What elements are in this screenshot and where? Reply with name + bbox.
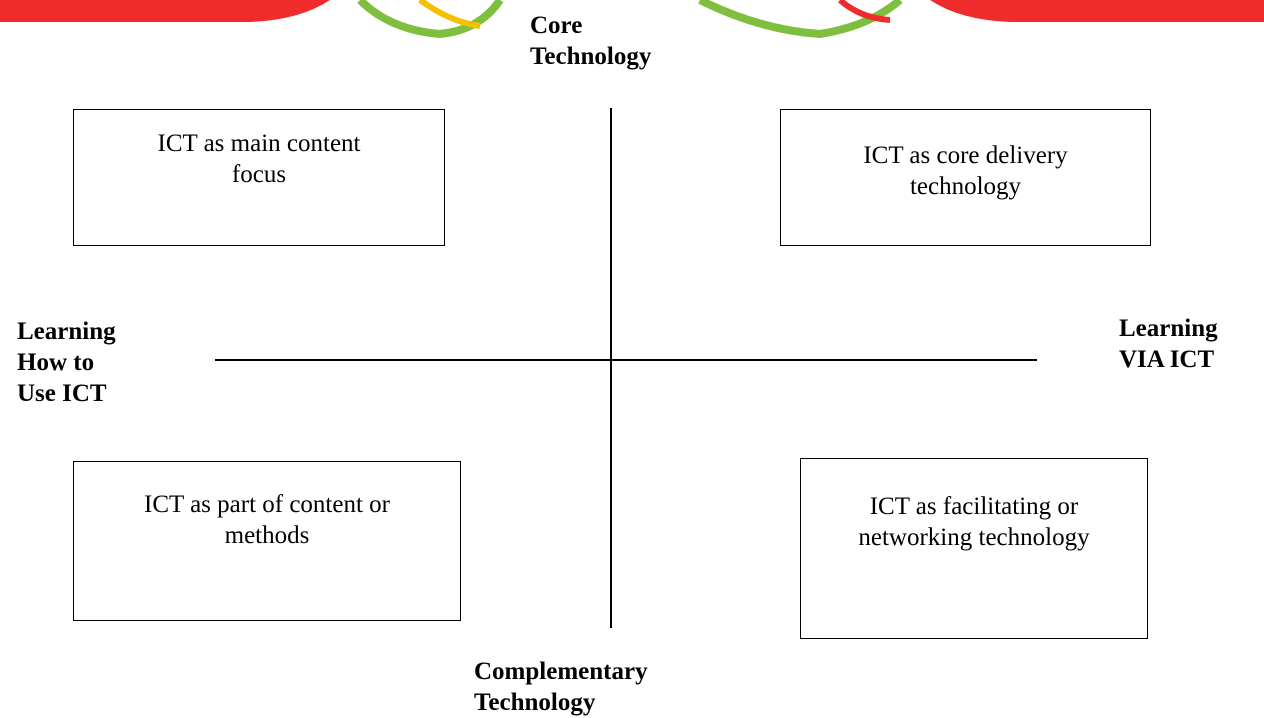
- axis-label-top-line: Core: [530, 12, 583, 39]
- quadrant-text: ICT as part of content or: [144, 491, 390, 518]
- banner-band-left: [0, 0, 330, 22]
- axis-label-top: Core Technology: [530, 10, 651, 72]
- axis-label-bottom-line: Complementary: [474, 658, 648, 685]
- quadrant-text: ICT as core delivery: [863, 142, 1068, 169]
- axis-label-left: Learning How to Use ICT: [17, 316, 116, 409]
- axis-label-left-line: How to: [17, 349, 95, 376]
- quadrant-text: focus: [231, 161, 287, 188]
- banner-band-right: [930, 0, 1264, 22]
- horizontal-axis: [215, 359, 1037, 361]
- axis-label-right-line: VIA ICT: [1119, 346, 1215, 373]
- axis-label-left-line: Use ICT: [17, 380, 107, 407]
- axis-label-bottom: Complementary Technology: [474, 656, 648, 718]
- quadrant-text: ICT as main content: [157, 130, 361, 157]
- axis-label-top-line: Technology: [530, 43, 652, 70]
- axis-label-left-line: Learning: [17, 318, 116, 345]
- watermark-banner: [0, 0, 1264, 39]
- vertical-axis: [610, 108, 612, 628]
- quadrant-text: networking technology: [858, 524, 1090, 551]
- quadrant-text: technology: [909, 173, 1022, 200]
- axis-label-bottom-line: Technology: [474, 689, 596, 716]
- quadrant-box-top-right: ICT as core delivery technology: [780, 109, 1151, 246]
- banner-ring-right-2: [837, 0, 891, 23]
- quadrant-box-bottom-right: ICT as facilitating or networking techno…: [800, 458, 1148, 639]
- quadrant-text: methods: [224, 522, 310, 549]
- banner-ring-right: [698, 0, 903, 39]
- banner-ring-left: [357, 0, 504, 39]
- banner-ring-mid: [418, 0, 481, 29]
- quadrant-box-top-left: ICT as main content focus: [73, 109, 445, 246]
- quadrant-text: ICT as facilitating or: [869, 493, 1079, 520]
- axis-label-right-line: Learning: [1119, 315, 1218, 342]
- axis-label-right: Learning VIA ICT: [1119, 313, 1218, 375]
- quadrant-box-bottom-left: ICT as part of content or methods: [73, 461, 461, 621]
